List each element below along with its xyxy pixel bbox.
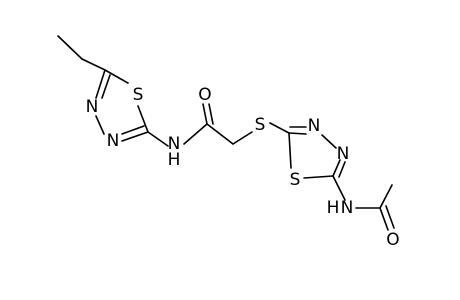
right-ring-n4-label: N xyxy=(337,144,350,164)
atom-labels: S N N N H O S N N S H N O xyxy=(86,85,400,250)
bond-s-c2-right xyxy=(269,122,290,134)
right-ring-n3-label: N xyxy=(308,116,321,136)
bond-right-n3-n4 xyxy=(321,134,337,149)
bond-ethyl-ch3-ch2 xyxy=(57,35,83,60)
bond-left-n3-n4 xyxy=(95,115,105,135)
left-ring-n3-label: N xyxy=(107,131,120,151)
bond-acetyl-o xyxy=(379,207,389,231)
bond-carbonyl-o xyxy=(202,103,208,125)
bond-left-n4-c5 xyxy=(95,69,106,99)
bond-left-s-c2 xyxy=(137,105,149,133)
bond-ch2-s xyxy=(232,131,253,145)
bond-right-n4-c5 xyxy=(332,159,341,177)
bond-c2-nh xyxy=(147,131,169,147)
bond-left-c2-n3-double xyxy=(121,125,145,135)
bond-carbonyl-o-double xyxy=(208,103,214,125)
bond-right-n4-c5-double xyxy=(338,161,346,178)
bond-right-s-c2 xyxy=(288,132,292,169)
bond-left-c5-s xyxy=(104,69,129,84)
amide-oxygen-label: O xyxy=(198,85,211,105)
bond-acetyl-o-double xyxy=(385,205,395,229)
bonds xyxy=(57,35,395,231)
bond-carbonyl-ch2 xyxy=(206,123,234,145)
bond-c5-nh xyxy=(332,175,346,201)
bond-right-c2-n3 xyxy=(288,132,307,135)
amide-nitrogen-label: N xyxy=(168,134,181,154)
bond-nh-carbonyl xyxy=(183,123,208,145)
left-ring-n4-label: N xyxy=(86,97,99,117)
bond-acetyl-ch3 xyxy=(379,184,393,209)
right-ring-sulfur-label: S xyxy=(290,170,301,190)
bond-left-c2-n3 xyxy=(121,131,149,142)
bond-left-n4-c5-double xyxy=(101,74,111,99)
bond-right-c5-s xyxy=(303,175,334,179)
acetamido-oxygen-label: O xyxy=(386,230,399,250)
thioether-sulfur-label: S xyxy=(255,115,266,135)
acetamido-hydrogen-label: H xyxy=(327,198,340,218)
left-ring-sulfur-label: S xyxy=(133,85,144,105)
acetamido-nitrogen-label: N xyxy=(341,198,354,218)
bond-ethyl-ch2-ring xyxy=(81,58,106,71)
amide-hydrogen-label: H xyxy=(168,150,181,170)
